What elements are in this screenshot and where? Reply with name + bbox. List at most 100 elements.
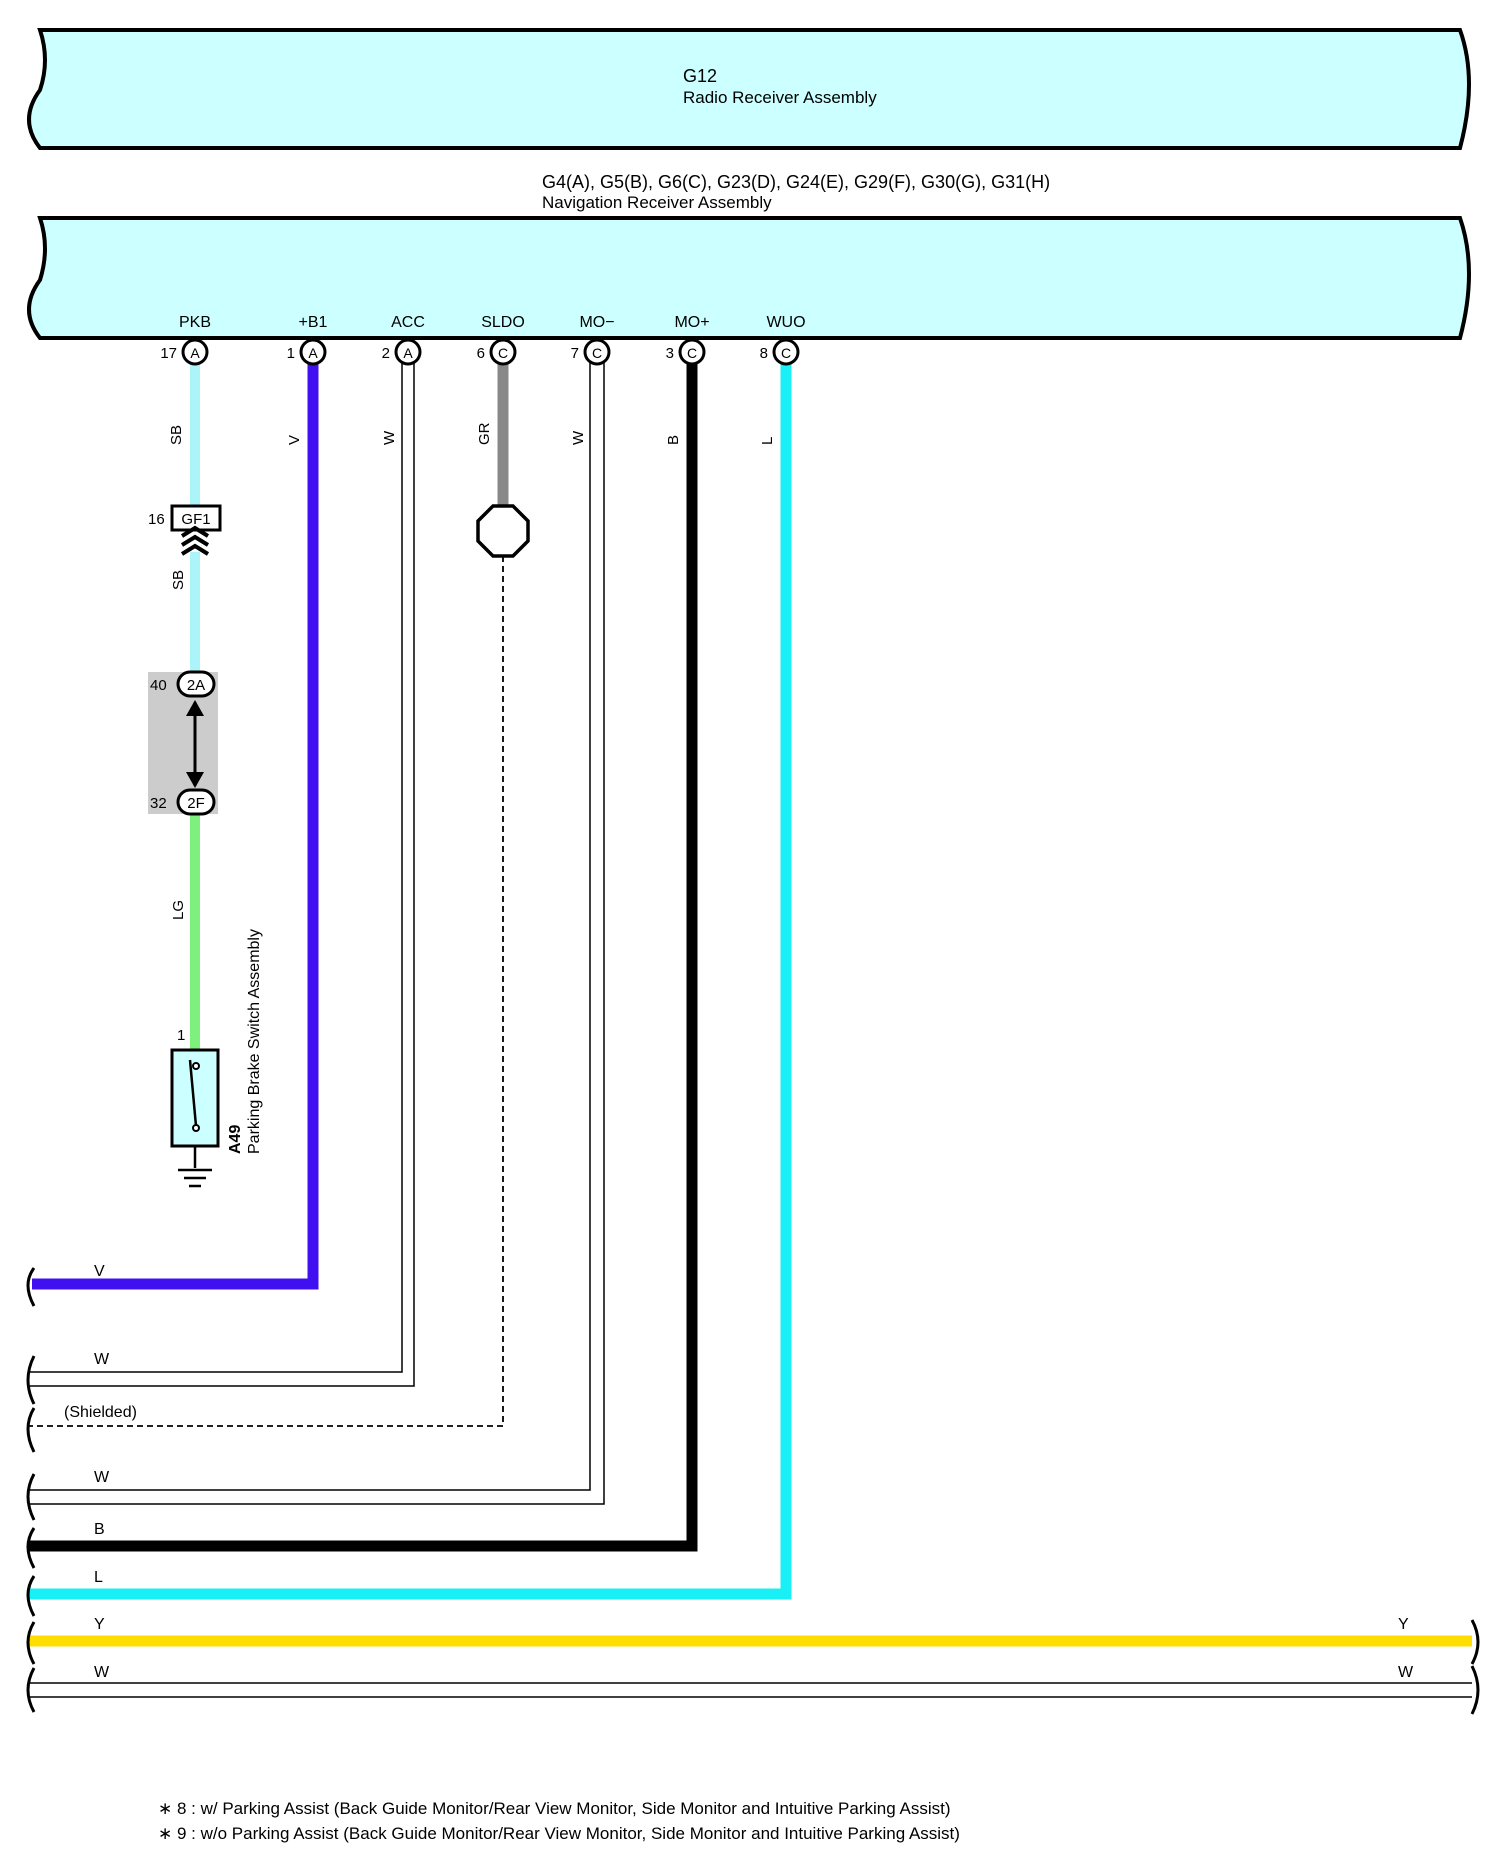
navigation-receiver-module: G4(A), G5(B), G6(C), G23(D), G24(E), G29… xyxy=(27,172,1471,340)
switch-pin-number: 1 xyxy=(177,1027,185,1044)
pin-number: 6 xyxy=(477,345,485,362)
wire-label-b: B xyxy=(665,435,682,445)
pin-circle xyxy=(772,338,800,366)
radio-receiver-box xyxy=(27,28,1471,150)
switch-lever-icon xyxy=(188,1059,198,1127)
wire-label-sb: SB xyxy=(168,425,185,445)
junction-bottom-label: 2F xyxy=(187,795,205,812)
pin-name: ACC xyxy=(391,314,425,331)
footnote-9: ∗ 9 : w/o Parking Assist (Back Guide Mon… xyxy=(158,1824,960,1843)
wire-acc-w-a xyxy=(28,352,403,1373)
wire-mo-plus-b xyxy=(28,352,698,1552)
junction-arrow-down-icon xyxy=(186,772,204,788)
brace-w3 xyxy=(26,1667,36,1713)
pin-number: 3 xyxy=(666,345,674,362)
radio-receiver-module: G12 Radio Receiver Assembly xyxy=(27,28,1471,150)
pin-number: 17 xyxy=(160,345,177,362)
pin-circle xyxy=(299,338,327,366)
brace-b xyxy=(26,1527,36,1569)
wire-label-l: L xyxy=(759,437,776,445)
junction-arrow-up-icon xyxy=(186,700,204,716)
wire-label-sb-lower: SB xyxy=(170,570,187,590)
pin-name: WUO xyxy=(766,314,805,331)
wire-b1-v xyxy=(32,352,319,1290)
pin-connector-letter: C xyxy=(781,345,791,361)
brace-w2 xyxy=(26,1473,36,1521)
wire-acc-w-b xyxy=(28,352,415,1387)
pin-circle xyxy=(394,338,422,366)
radio-receiver-name: Radio Receiver Assembly xyxy=(683,88,877,107)
navigation-receiver-name: Navigation Receiver Assembly xyxy=(542,193,772,212)
wire-sldo-shielded xyxy=(28,556,504,1427)
pin-number: 2 xyxy=(382,345,390,362)
brace-v xyxy=(26,1267,36,1307)
switch-contact-top xyxy=(192,1062,200,1070)
pin-name: MO− xyxy=(579,314,614,331)
junction-top-number: 40 xyxy=(150,677,167,694)
switch-id: A49 xyxy=(227,1125,244,1154)
wire-color-labels: SB V W GR W B L xyxy=(168,422,776,445)
radio-receiver-id: G12 xyxy=(683,66,717,86)
footnotes: ∗ 8 : w/ Parking Assist (Back Guide Moni… xyxy=(158,1796,960,1846)
brace-l xyxy=(26,1575,36,1617)
left-label-shielded: (Shielded) xyxy=(64,1404,137,1421)
right-label-y: Y xyxy=(1398,1616,1409,1633)
switch-name: Parking Brake Switch Assembly xyxy=(246,929,263,1154)
pin-number: 1 xyxy=(287,345,295,362)
pin-circle xyxy=(678,338,706,366)
pin-connector-letter: A xyxy=(190,345,200,361)
left-label-w2: W xyxy=(94,1469,110,1486)
pin-connector-letter: C xyxy=(592,345,602,361)
pin-circle xyxy=(181,338,209,366)
pin-connector-letter: C xyxy=(498,345,508,361)
brace-right-w xyxy=(1470,1665,1480,1715)
wire-mo-minus-w-b xyxy=(28,352,605,1505)
wire-label-w: W xyxy=(570,430,587,445)
wire-label-gr: GR xyxy=(476,422,493,445)
right-label-w: W xyxy=(1398,1664,1414,1681)
wire-label-v: V xyxy=(286,435,303,445)
brace-shielded xyxy=(26,1407,36,1453)
left-label-l: L xyxy=(94,1569,103,1586)
junction-top-pin xyxy=(176,670,216,698)
navigation-receiver-id: G4(A), G5(B), G6(C), G23(D), G24(E), G29… xyxy=(542,172,1050,192)
junction-bottom-pin xyxy=(176,788,216,816)
pin-connector-letter: A xyxy=(403,345,413,361)
pin-name: SLDO xyxy=(481,314,525,331)
wire-label-lg: LG xyxy=(170,900,187,920)
right-continuation-braces xyxy=(1470,1619,1480,1715)
brace-right-y xyxy=(1470,1619,1480,1665)
wire-mo-minus-w-a xyxy=(28,352,591,1491)
pin-connector-letter: A xyxy=(308,345,318,361)
left-label-w3: W xyxy=(94,1664,110,1681)
junction-bottom-number: 32 xyxy=(150,795,167,812)
shield-octagon-icon xyxy=(476,504,530,558)
gf1-pin-number: 16 xyxy=(148,511,165,528)
pin-circle xyxy=(489,338,517,366)
gf1-label: GF1 xyxy=(181,511,210,528)
gf1-chevron-icon xyxy=(180,525,210,556)
pin-connector-letter: C xyxy=(687,345,697,361)
wire-label-w: W xyxy=(381,430,398,445)
left-label-y: Y xyxy=(94,1616,105,1633)
pin-number: 7 xyxy=(571,345,579,362)
pin-name: +B1 xyxy=(299,314,328,331)
brace-w1 xyxy=(26,1355,36,1405)
left-label-w1: W xyxy=(94,1351,110,1368)
left-label-b: B xyxy=(94,1521,105,1538)
gf1-connector: GF1 16 xyxy=(148,504,222,556)
left-continuation-braces xyxy=(26,1267,36,1713)
left-label-v: V xyxy=(94,1263,105,1280)
junction-top-label: 2A xyxy=(187,677,205,694)
pin-name: MO+ xyxy=(674,314,709,331)
navigation-receiver-box xyxy=(27,216,1471,340)
brace-y xyxy=(26,1621,36,1665)
footnote-8: ∗ 8 : w/ Parking Assist (Back Guide Moni… xyxy=(158,1799,951,1818)
